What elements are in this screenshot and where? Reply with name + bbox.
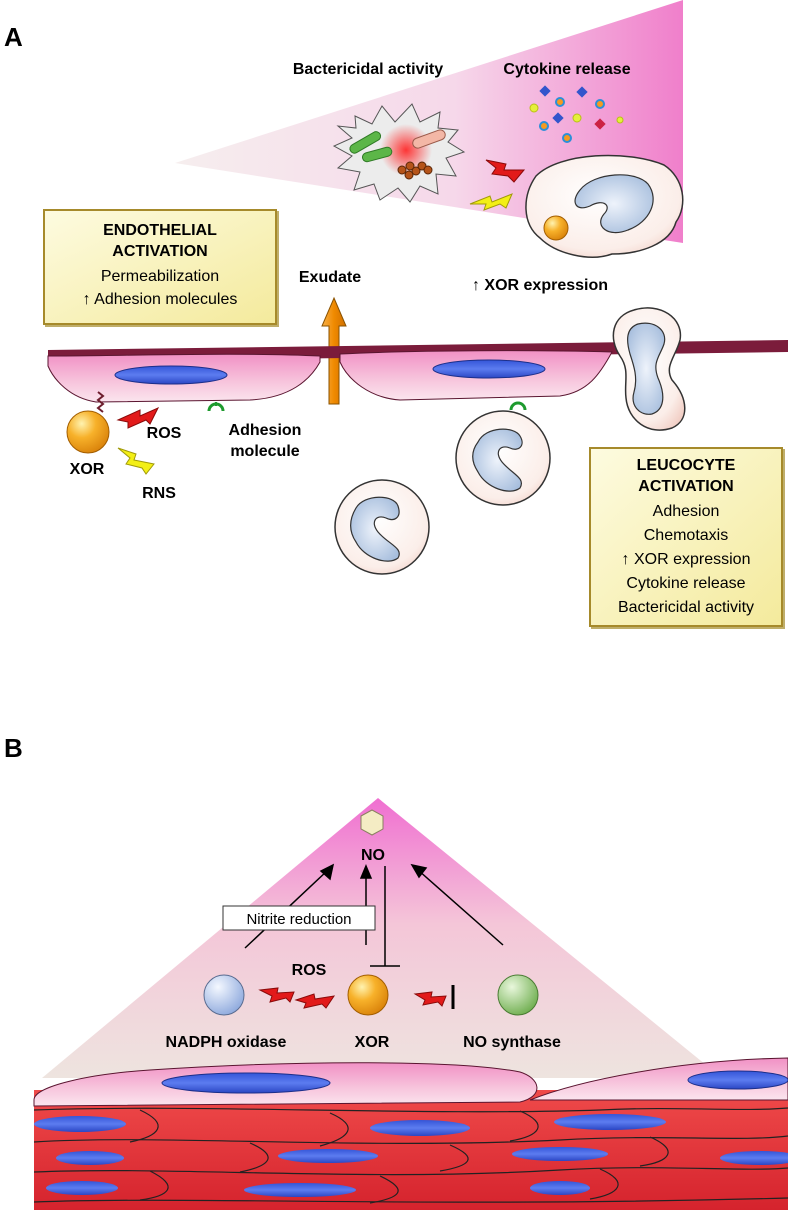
leucocyte-box-item: Cytokine release (626, 575, 745, 592)
exudate-label: Exudate (299, 269, 361, 286)
endothelial-box-line-1: Permeabilization (101, 268, 219, 285)
activated-leucocyte-cell (525, 154, 684, 258)
no-synthase-label: NO synthase (463, 1034, 561, 1051)
leucocyte-box-item: Bactericidal activity (618, 599, 754, 616)
adhesion-label-1: Adhesion (229, 422, 302, 439)
adhesion-label-2: molecule (230, 443, 299, 460)
ros-bolt-icon-a (116, 406, 160, 429)
ros-bolt-icon-b3 (413, 991, 447, 1007)
rns-label-a: RNS (142, 485, 176, 502)
adhesion-molecule-icon-2 (509, 401, 527, 411)
cytokine-release-label: Cytokine release (503, 61, 630, 78)
adherent-leucocyte (455, 410, 551, 506)
nitrite-reduction-box: Nitrite reduction (222, 905, 376, 931)
nadph-oxidase-label: NADPH oxidase (166, 1034, 287, 1051)
rns-bolt-icon-a (117, 447, 155, 475)
endothelial-activation-box: ENDOTHELIAL ACTIVATION Permeabilization … (43, 209, 277, 325)
endothelial-box-title-1: ENDOTHELIAL (103, 222, 217, 239)
nitrite-reduction-label: Nitrite reduction (246, 911, 351, 928)
xor-expression-label: ↑ XOR expression (472, 277, 608, 294)
leucocyte-box-item: Chemotaxis (644, 527, 728, 544)
xor-enzyme-icon (347, 974, 389, 1016)
leucocyte-box-title-1: LEUCOCYTE (637, 457, 736, 474)
leucocyte-box-item: Adhesion (653, 503, 720, 520)
xor-label-b: XOR (355, 1034, 390, 1051)
endothelium-layer-b (33, 1057, 788, 1107)
no-synthase-icon (497, 974, 539, 1016)
no-label: NO (361, 847, 385, 864)
bactericidal-activity-label: Bactericidal activity (293, 61, 443, 78)
panel-a-label: A (4, 22, 23, 52)
ros-label-a: ROS (147, 425, 182, 442)
vessel-wall-tissue (33, 1090, 788, 1210)
xor-endothelial-icon (66, 391, 110, 454)
leucocyte-activation-box: LEUCOCYTE ACTIVATION Adhesion Chemotaxis… (589, 447, 783, 627)
circulating-leucocyte (334, 479, 430, 575)
ros-bolt-icon-b2 (294, 993, 336, 1009)
leucocyte-box-item: ↑ XOR expression (622, 551, 751, 568)
endothelial-box-line-2: ↑ Adhesion molecules (83, 291, 238, 308)
ros-bolt-icon (485, 159, 526, 183)
no-molecule-icon (360, 809, 384, 836)
xor-label-a: XOR (70, 461, 105, 478)
leucocyte-box-title-2: ACTIVATION (638, 478, 733, 495)
transmigrating-leucocyte (612, 307, 686, 431)
ros-label-b: ROS (292, 962, 327, 979)
endothelial-box-title-2: ACTIVATION (112, 243, 207, 260)
bacteria-burst-icon (332, 103, 466, 203)
nadph-oxidase-icon (203, 974, 245, 1016)
endothelium-layer (47, 340, 788, 403)
ros-bolt-icon-b1 (258, 987, 295, 1003)
rns-bolt-icon (469, 193, 513, 211)
panel-b-label: B (4, 733, 23, 763)
